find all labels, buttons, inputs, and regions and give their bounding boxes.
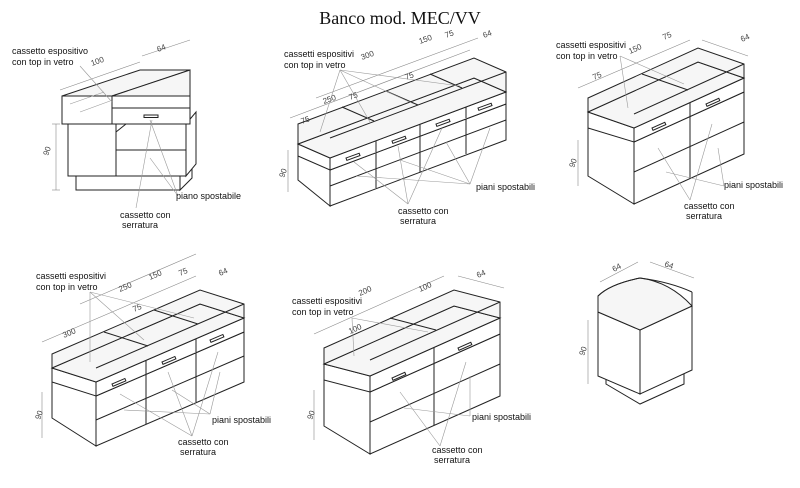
- dim-75: 75: [131, 302, 143, 314]
- dim-300: 300: [61, 326, 77, 340]
- dim-75: 75: [591, 70, 603, 82]
- label-piani-spostabili: piani spostabili: [472, 412, 531, 422]
- label-cassetti-espositivi: cassetti espositivi: [292, 296, 362, 306]
- label-cassetto-con: cassetto con: [398, 206, 449, 216]
- label-cassetto-con: cassetto con: [120, 210, 171, 220]
- label-piani-spostabili: piani spostabili: [724, 180, 783, 190]
- label-cassetto-con: cassetto con: [178, 437, 229, 447]
- corner-element: 64 64 90: [577, 259, 695, 405]
- dim-90: 90: [277, 167, 289, 179]
- label-cassetti-espositivi: cassetti espositivi: [556, 40, 626, 50]
- label-piani-spostabili: piani spostabili: [476, 182, 535, 192]
- dim-150: 150: [627, 42, 643, 56]
- label-cassetti-espositivi: cassetti espositivi: [284, 49, 354, 59]
- diagram-title: Banco mod. MEC/VV: [319, 8, 481, 28]
- dim-64: 64: [475, 268, 487, 280]
- label-serratura: serratura: [686, 211, 722, 221]
- dim-64: 64: [663, 259, 675, 271]
- dim-90: 90: [567, 157, 579, 169]
- counter-250: 300 250 150 75 64 75 90 cassetti esposit…: [33, 253, 271, 457]
- dim-75: 75: [300, 114, 312, 126]
- dim-64: 64: [217, 266, 229, 278]
- dim-250: 250: [322, 93, 338, 106]
- dim-150: 150: [418, 33, 434, 46]
- label-serratura: serratura: [434, 455, 470, 465]
- counter-200: 200 100 64 100 90 cassetti espositivi co…: [292, 268, 531, 465]
- label-con-top-in-vetro: con top in vetro: [284, 60, 346, 70]
- dim-150: 150: [147, 268, 163, 282]
- label-con-top-in-vetro: con top in vetro: [292, 307, 354, 317]
- label-cassetto-con: cassetto con: [684, 201, 735, 211]
- dim-90: 90: [305, 409, 317, 421]
- label-cassetto-con: cassetto con: [432, 445, 483, 455]
- dim-64: 64: [156, 42, 168, 54]
- dim-64: 64: [739, 32, 751, 44]
- label-con-top-in-vetro: con top in vetro: [12, 57, 74, 67]
- dim-75: 75: [444, 28, 456, 40]
- label-cassetti-espositivi: cassetti espositivi: [36, 271, 106, 281]
- label-serratura: serratura: [122, 220, 158, 230]
- counter-100: 100 64 90 cassetto espositivo con top in…: [12, 39, 241, 230]
- dim-100: 100: [90, 55, 106, 68]
- label-serratura: serratura: [400, 216, 436, 226]
- dim-75: 75: [661, 30, 673, 42]
- counter-150: 150 75 64 75 90 cassetti espositivi con …: [556, 30, 783, 221]
- dim-75: 75: [348, 90, 360, 102]
- dim-90: 90: [577, 345, 589, 357]
- label-con-top-in-vetro: con top in vetro: [36, 282, 98, 292]
- dim-90: 90: [33, 409, 45, 421]
- counter-300: 300 150 75 64 250 75 75 75 90 cassetti e…: [277, 28, 535, 226]
- dim-64: 64: [482, 28, 494, 40]
- label-serratura: serratura: [180, 447, 216, 457]
- dim-90: 90: [41, 145, 53, 157]
- label-cassetto-espositivo: cassetto espositivo: [12, 46, 88, 56]
- label-piani-spostabili: piani spostabili: [212, 415, 271, 425]
- dim-300: 300: [360, 49, 376, 62]
- dim-75: 75: [177, 266, 189, 278]
- label-con-top-in-vetro: con top in vetro: [556, 51, 618, 61]
- label-piano-spostabile: piano spostabile: [176, 191, 241, 201]
- dim-75: 75: [404, 70, 416, 82]
- dim-64: 64: [611, 261, 624, 273]
